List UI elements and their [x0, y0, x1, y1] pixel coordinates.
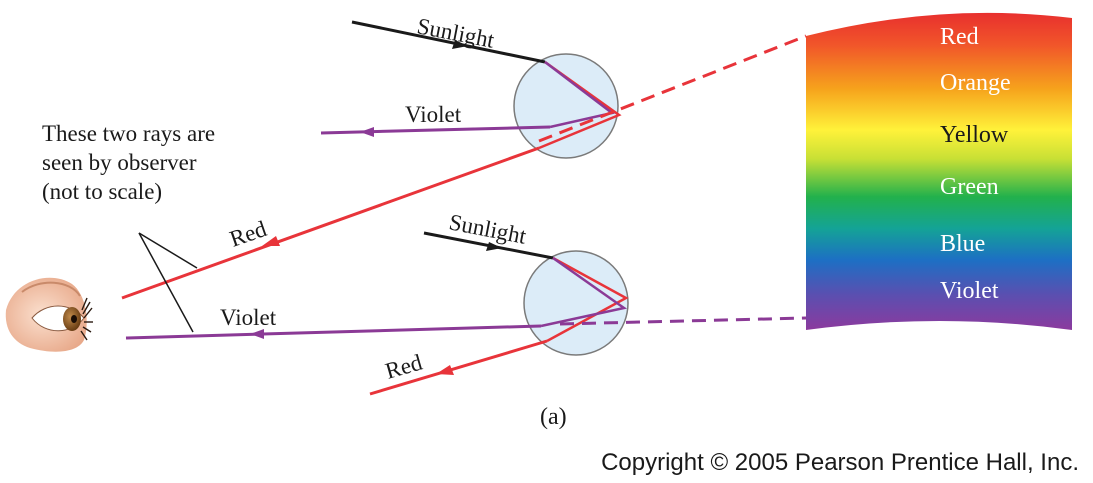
observer-note-line-2: seen by observer	[42, 150, 197, 175]
observer-eye-icon	[5, 277, 93, 352]
spectrum-label-green: Green	[940, 174, 999, 200]
bottom-violet-exit-ray	[125, 324, 542, 340]
bottom-raindrop	[125, 231, 807, 396]
top-red-dashed-extension	[538, 34, 807, 143]
bottom-violet-label: Violet	[220, 305, 277, 330]
top-raindrop-circle	[513, 53, 619, 159]
note-pointer-lines	[138, 232, 198, 333]
top-sunlight-ray	[351, 20, 546, 64]
top-violet-label: Violet	[405, 102, 462, 127]
observer-note-line-1: These two rays are	[42, 121, 215, 146]
copyright-notice: Copyright © 2005 Pearson Prentice Hall, …	[601, 449, 1079, 476]
bottom-raindrop-circle	[523, 250, 629, 356]
bottom-violet-arrow	[250, 329, 264, 339]
bottom-internal-red-path	[546, 256, 629, 343]
spectrum-label-blue: Blue	[940, 231, 985, 257]
spectrum-band-shape	[806, 12, 1072, 330]
top-sunlight-arrow	[452, 40, 468, 49]
spectrum-label-violet: Violet	[940, 278, 999, 304]
top-red-exit-ray	[121, 146, 540, 300]
bottom-red-exit-ray	[369, 339, 548, 396]
observer-note: These two rays are seen by observer (not…	[42, 121, 215, 204]
bottom-internal-violet-path	[540, 256, 628, 328]
observer-note-line-3: (not to scale)	[42, 179, 162, 204]
top-violet-exit-ray	[320, 125, 551, 135]
rainbow-spectrum-panel: Red Orange Yellow Green Blue Violet	[806, 12, 1072, 330]
spectrum-label-yellow: Yellow	[940, 122, 1009, 148]
spectrum-label-orange: Orange	[940, 70, 1011, 96]
top-violet-arrow	[360, 127, 374, 137]
bottom-red-arrow	[436, 365, 454, 375]
figure-caption: (a)	[540, 404, 567, 430]
bottom-violet-dashed-extension	[559, 316, 807, 326]
spectrum-label-red: Red	[940, 24, 979, 50]
pointer-line-to-red	[138, 232, 198, 269]
top-red-arrow	[262, 236, 280, 246]
pointer-line-to-violet	[138, 232, 194, 333]
bottom-sunlight-arrow	[486, 242, 502, 251]
bottom-sunlight-label: Sunlight	[447, 209, 529, 249]
top-raindrop	[121, 20, 807, 300]
